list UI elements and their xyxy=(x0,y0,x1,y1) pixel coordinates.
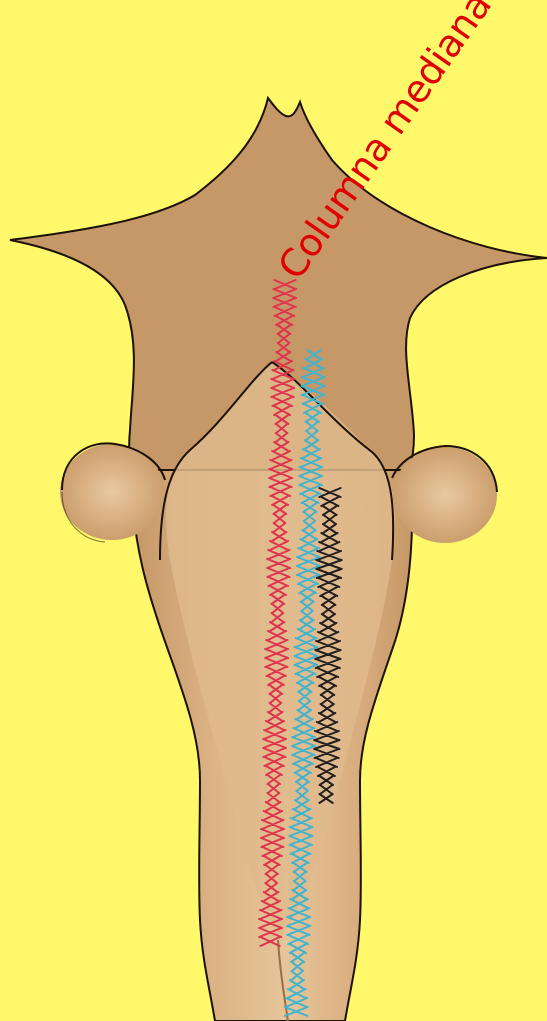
brainstem-illustration: Columna mediana xyxy=(0,0,547,1021)
brainstem-diagram: Columna mediana xyxy=(0,0,547,1021)
